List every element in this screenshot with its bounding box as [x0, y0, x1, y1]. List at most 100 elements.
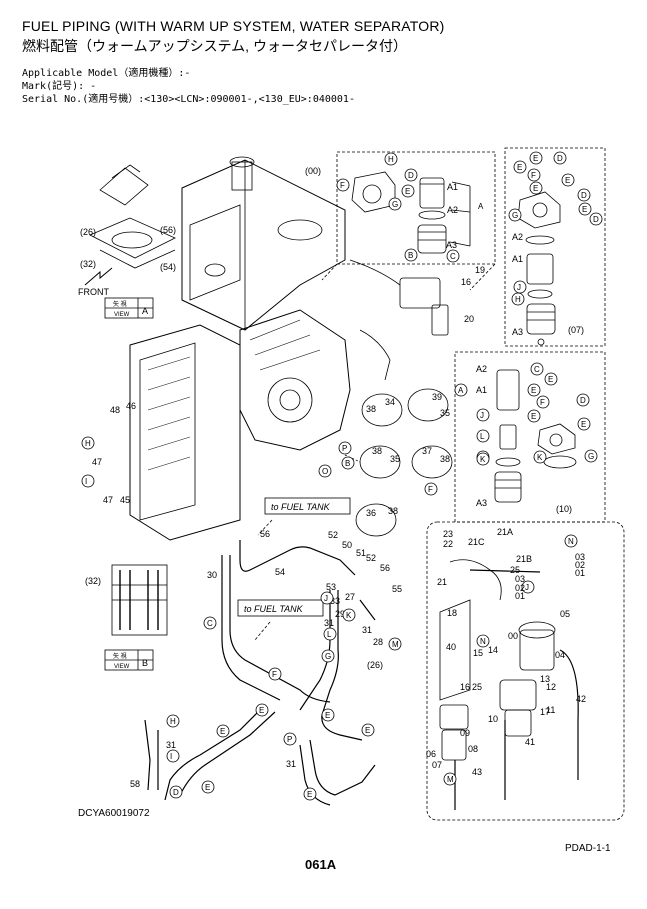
callout-circle [166, 749, 180, 763]
callout-label: 42 [576, 694, 586, 704]
callout-circle [476, 452, 490, 466]
callout-label: 01 [575, 568, 585, 578]
callout-circle [169, 785, 183, 799]
callout-label: 25 [510, 565, 520, 575]
callout-label: B [408, 251, 413, 260]
callout-circle [584, 449, 598, 463]
callout-circle [323, 627, 337, 641]
callout-label: 43 [472, 767, 482, 777]
callout-label: 02 [575, 560, 585, 570]
callout-circle [533, 450, 547, 464]
callout-label: N [568, 537, 574, 546]
callout-label: 52 [366, 553, 376, 563]
callout-label: 45 [120, 495, 130, 505]
callout-circle [521, 580, 535, 594]
view-b-text: VIEW [114, 664, 130, 670]
callout-label: E [531, 412, 536, 421]
callout-label: E [307, 790, 312, 799]
callout-label: 03 [515, 574, 525, 584]
callout-circle [564, 534, 578, 548]
callout-label: A1 [447, 182, 458, 192]
callout-label: E [205, 783, 210, 792]
fuel-hoses [144, 540, 376, 806]
callout-label: 54 [275, 567, 285, 577]
callout-label: 01 [515, 591, 525, 601]
callout-circle [342, 608, 356, 622]
callout-label: 21B [516, 554, 532, 564]
callout-circle [527, 409, 541, 423]
callout-circle [527, 168, 541, 182]
callout-label: N [480, 637, 486, 646]
callout-circle [303, 787, 317, 801]
callout-label: 11 [546, 705, 555, 715]
callout-label: A3 [476, 498, 487, 508]
callout-label: E [259, 706, 264, 715]
callout-label: (26) [80, 227, 96, 237]
inset-top-left [89, 164, 176, 269]
callout-circle [424, 482, 438, 496]
callout-circle [336, 178, 350, 192]
callout-circle [388, 197, 402, 211]
callout-label: 25 [472, 682, 482, 692]
callout-label: 35 [440, 408, 450, 418]
callout-label: (07) [568, 325, 584, 335]
callout-label: 47 [92, 457, 102, 467]
callout-label: H [388, 155, 394, 164]
callout-label: J [324, 594, 328, 603]
callout-label: D [581, 191, 587, 200]
callout-label: 47 [103, 495, 113, 505]
mark: Mark(記号): - [22, 81, 97, 92]
callout-circle [404, 248, 418, 262]
callout-label: C [207, 619, 213, 628]
callout-circle [529, 181, 543, 195]
callout-circle [508, 208, 522, 222]
callout-label: 21C [468, 537, 485, 547]
callout-label: 37 [422, 446, 432, 456]
callout-label: D [580, 396, 586, 405]
callout-label: O [322, 467, 328, 476]
callout-label: (26) [367, 660, 383, 670]
callout-label: 19 [475, 265, 485, 275]
callout-label: 05 [560, 609, 570, 619]
callout-label: A3 [446, 240, 457, 250]
callout-label: F [428, 485, 433, 494]
detail-box-00 [321, 151, 496, 291]
callout-label: I [170, 752, 172, 761]
callout-circle [577, 417, 591, 431]
callout-label: H [170, 717, 176, 726]
to-fuel-tank-label-1: to FUEL TANK [271, 502, 331, 512]
callout-circle [529, 151, 543, 165]
callout-label: 40 [446, 642, 456, 652]
view-b-jp: 矢 視 [113, 652, 127, 660]
callout-label: 38 [440, 454, 450, 464]
callout-label: 09 [460, 728, 470, 738]
detail-circles [344, 388, 453, 537]
drawing-code: DCYA60019072 [78, 808, 150, 819]
callout-label: D [593, 215, 599, 224]
callout-label: 51 [356, 548, 366, 558]
callout-label: (10) [556, 504, 572, 514]
callout-label: A1 [512, 254, 523, 264]
callout-label: E [517, 163, 522, 172]
callout-label: E [582, 205, 587, 214]
callout-label: E [533, 184, 538, 193]
callout-label: L [327, 630, 332, 639]
callout-circle [338, 441, 352, 455]
callout-label: (56) [160, 225, 176, 235]
callout-circle [384, 152, 398, 166]
callout-label: B [345, 459, 350, 468]
callout-label: E [533, 154, 538, 163]
callout-label: H [85, 439, 91, 448]
callout-label: 03 [575, 552, 585, 562]
callout-circle [476, 408, 490, 422]
callout-label: (54) [160, 262, 176, 272]
callout-label: P [287, 735, 292, 744]
page-reference: PDAD-1-1 [565, 843, 611, 854]
callout-label: 31 [286, 759, 296, 769]
callout-circle [321, 708, 335, 722]
callout-label: 55 [392, 584, 402, 594]
callout-label: 28 [373, 637, 383, 647]
callout-circle [361, 723, 375, 737]
callout-label: 07 [432, 760, 442, 770]
